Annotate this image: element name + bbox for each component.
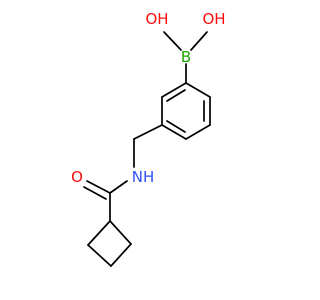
- atom-label-boron: B: [181, 48, 191, 66]
- bond-boron-oh-left: [163, 31, 182, 51]
- bond-boron-oh-right: [190, 31, 208, 51]
- cyclobutane-bond-2: [110, 243, 132, 267]
- atom-label-nitrogen: NH: [132, 168, 155, 186]
- amide-linker: [83, 124, 163, 222]
- ring-bond-c6-c1: [161, 82, 187, 98]
- boronic-acid-group: [163, 31, 208, 84]
- cyclobutane-bond-4: [87, 220, 111, 246]
- ring-bond-c3-c4: [185, 124, 211, 140]
- molecule-structure-diagram: OH OH B NH O: [71, 10, 226, 267]
- cyclobutane-bond-1: [109, 220, 132, 245]
- bond-carbonyl-oxygen-a: [86, 180, 111, 194]
- cyclobutane-bond-3: [87, 244, 112, 267]
- bond-ring-ch2: [133, 124, 163, 140]
- ring-bond-c6-c1-inner: [166, 89, 186, 102]
- atom-label-oh-left: OH: [145, 10, 168, 28]
- atom-label-oxygen: O: [71, 168, 83, 186]
- benzene-ring: [161, 82, 211, 140]
- atom-label-oh-right: OH: [202, 10, 225, 28]
- bond-nh-carbonyl: [109, 180, 128, 194]
- ring-bond-c4-c5-inner: [166, 120, 186, 133]
- ring-bond-c4-c5: [161, 124, 187, 140]
- cyclobutane-ring: [87, 220, 132, 267]
- bond-carbonyl-oxygen-b: [83, 186, 107, 200]
- ring-bond-c1-c2: [185, 82, 211, 98]
